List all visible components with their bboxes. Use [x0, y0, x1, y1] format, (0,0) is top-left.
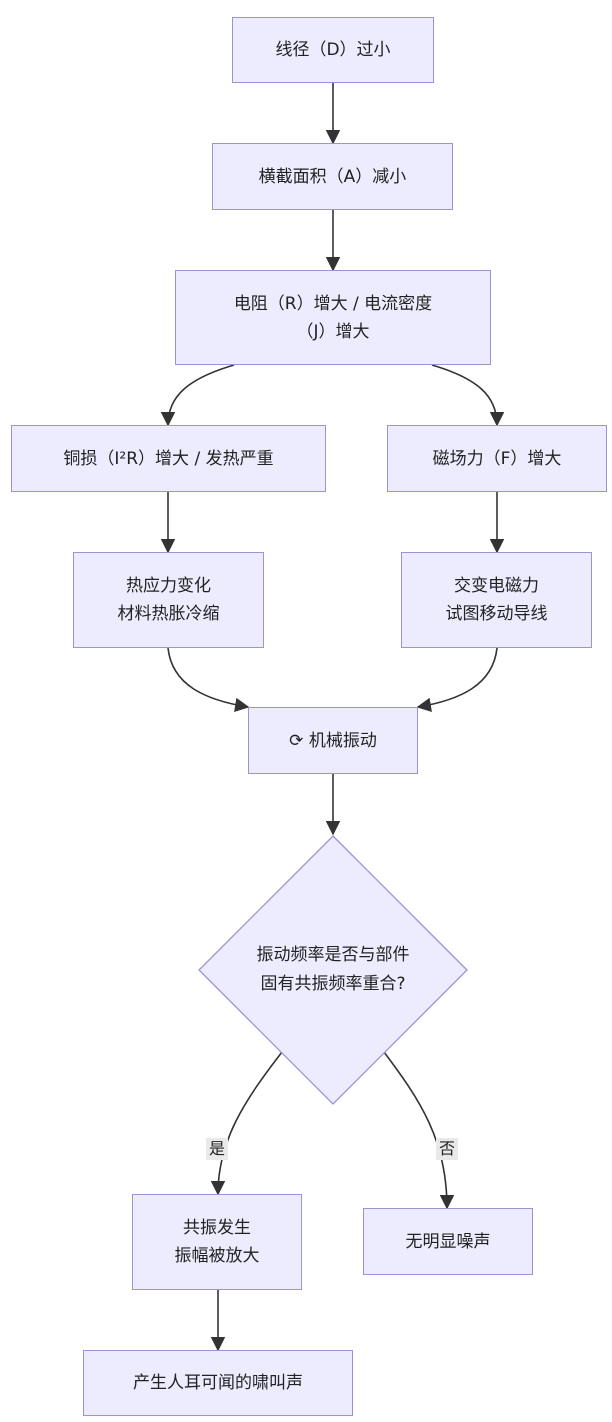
edge-n9-n10 [210, 1051, 283, 1196]
node-label: 横截面积（A）减小 [258, 166, 407, 187]
edge-label-yes: 是 [206, 1138, 229, 1160]
node-audible-whine: 产生人耳可闻的啸叫声 [83, 1350, 353, 1416]
edge-n9-n11 [383, 1051, 455, 1210]
node-label-line-2: 材料热胀冷缩 [117, 604, 220, 624]
decision-label-line-1: 振动频率是否与部件 [256, 945, 410, 965]
node-label: 铜损（I²R）增大 / 发热严重 [63, 448, 274, 469]
node-label: 无明显噪声 [405, 1231, 491, 1252]
node-label-line-1: 热应力变化 [126, 576, 211, 596]
node-cross-section-reduced: 横截面积（A）减小 [212, 143, 453, 210]
node-label-line-1: 交变电磁力 [454, 576, 539, 596]
node-label-line-1: 电阻（R）增大 / 电流密度 [233, 293, 433, 314]
node-wire-diameter-too-small: 线径（D）过小 [232, 17, 434, 83]
edge-n7-n8 [416, 647, 498, 712]
node-label: 磁场力（F）增大 [432, 448, 562, 469]
node-resonance-occurs: 共振发生 振幅被放大 [132, 1194, 302, 1290]
node-mechanical-vibration: ⟳ 机械振动 [248, 707, 418, 774]
edge-n6-n8 [167, 647, 250, 713]
edge-n3-n4 [160, 364, 235, 427]
node-label: 线径（D）过小 [275, 40, 391, 60]
decision-text: 振动频率是否与部件 固有共振频率重合? [219, 930, 447, 1010]
node-copper-loss-heating: 铜损（I²R）增大 / 发热严重 [11, 425, 326, 492]
node-label: 产生人耳可闻的啸叫声 [133, 1373, 303, 1393]
decision-diamond [198, 835, 468, 1105]
node-thermal-stress: 热应力变化 材料热胀冷缩 [73, 552, 264, 648]
node-no-obvious-noise: 无明显噪声 [363, 1208, 533, 1275]
node-label-line-1: 共振发生 [183, 1218, 251, 1238]
edge-label-no: 否 [436, 1138, 459, 1160]
node-alternating-electromagnetic-force: 交变电磁力 试图移动导线 [401, 552, 592, 648]
node-label-line-2: （J）增大 [296, 321, 370, 342]
node-magnetic-force-increase: 磁场力（F）增大 [387, 425, 607, 492]
node-label-line-2: 试图移动导线 [445, 604, 548, 624]
edge-n3-n5 [431, 364, 505, 427]
node-resistance-current-density-increase: 电阻（R）增大 / 电流密度 （J）增大 [175, 270, 491, 365]
decision-label-line-2: 固有共振频率重合? [260, 974, 406, 994]
node-label: ⟳ 机械振动 [289, 730, 377, 751]
node-label-line-2: 振幅被放大 [174, 1246, 260, 1266]
